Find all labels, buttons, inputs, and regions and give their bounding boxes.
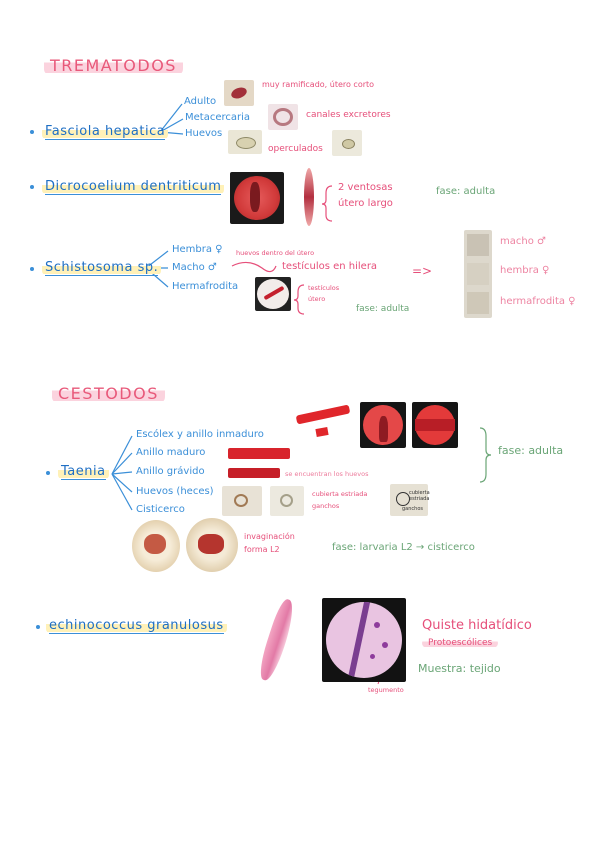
escolex-micro-image-2	[412, 402, 458, 448]
section-title-trematodos: TREMATODOS	[44, 56, 183, 75]
connector	[111, 473, 133, 511]
gravido-note: se encuentran los huevos	[285, 470, 369, 478]
connector	[111, 452, 133, 475]
taenia-phase-adulta: fase: adulta	[498, 444, 564, 457]
schistosoma-slides-image	[464, 230, 492, 318]
cisticerco-image-1	[132, 520, 180, 572]
invag-note-2: forma L2	[244, 545, 280, 554]
metacercaria-image	[268, 104, 298, 130]
taenia-name: Taenia	[58, 464, 109, 480]
schistosoma-name: Schistosoma sp.	[42, 260, 162, 276]
herm-note-1: testículos	[308, 284, 340, 292]
bullet	[46, 471, 50, 475]
taenia-branch-anillo-maduro: Anillo maduro	[136, 447, 206, 458]
taenia-phase-larvaria: fase: larvaria L2 → cisticerco	[332, 542, 475, 553]
dicrocoelium-specimen-image	[298, 168, 320, 226]
schistosoma-micro-image	[255, 277, 291, 311]
arrow-implies: =>	[412, 264, 433, 278]
dicrocoelium-micro-image	[230, 172, 284, 224]
taenia-branch-cisticerco: Cisticerco	[136, 504, 185, 515]
escolex-micro-image-1	[360, 402, 406, 448]
dicrocoelium-name: Dicrocoelium dentriticum	[42, 179, 225, 195]
schistosoma-branch-macho: Macho ♂	[172, 262, 217, 273]
tegumento-label: tegumento	[368, 686, 404, 694]
connector	[111, 435, 133, 475]
huevo-image-2	[332, 130, 362, 156]
taenia-egg-image-2	[270, 486, 304, 516]
connector	[111, 473, 133, 493]
egg-label-ganchos: ganchos	[312, 502, 340, 510]
bullet	[30, 185, 34, 189]
macho-note: testículos en hilera	[282, 261, 378, 272]
dicrocoelium-phase: fase: adulta	[436, 186, 496, 197]
dicrocoelium-note-1: 2 ventosas	[338, 182, 393, 193]
taenia-branch-huevos: Huevos (heces)	[136, 486, 214, 497]
anillo-gravido-image	[228, 468, 280, 478]
herm-note-2: útero	[308, 295, 326, 303]
legend-hembra: hembra ♀	[500, 265, 550, 276]
hembra-note: huevos dentro del útero	[236, 249, 315, 257]
schistosoma-phase: fase: adulta	[356, 304, 410, 314]
huevo-image-1	[228, 130, 262, 154]
wavy-connector	[231, 261, 277, 273]
huevos-note: operculados	[268, 144, 323, 154]
cisticerco-image-2	[186, 518, 238, 572]
fasciola-adulto-note: muy ramificado, útero corto	[262, 80, 375, 89]
egg-diagram-label-2: ganchos	[402, 506, 423, 512]
protoescolices-label: Protoescólices	[422, 638, 499, 648]
muestra-label: Muestra: tejido	[418, 662, 501, 675]
fasciola-adult-image	[224, 80, 254, 106]
bullet	[36, 625, 40, 629]
dicrocoelium-note-2: útero largo	[338, 198, 393, 209]
echinococcus-tissue-image	[248, 597, 308, 683]
schistosoma-branch-hembra: Hembra ♀	[172, 244, 223, 255]
metacercaria-note: canales excretores	[306, 110, 391, 120]
anillo-maduro-image	[228, 448, 290, 459]
echinococcus-micro-image	[322, 598, 406, 682]
brace-hermafrodita	[293, 284, 305, 315]
echinococcus-name: echinococcus granulosus	[46, 618, 227, 634]
quiste-label: Quiste hidatídico	[422, 618, 532, 633]
taenia-egg-diagram-image: cubierta estriada ganchos	[390, 484, 430, 516]
fasciola-branch-huevos: Huevos	[185, 128, 223, 139]
legend-macho: macho ♂	[500, 236, 546, 247]
taenia-branch-escolex: Escólex y anillo inmaduro	[136, 429, 264, 440]
schistosoma-branch-hermafrodita: Hermafrodita	[172, 281, 239, 292]
connector	[111, 471, 133, 475]
egg-label-cubierta: cubierta estriada	[312, 490, 368, 498]
fasciola-branch-metacercaria: Metacercaria	[185, 112, 251, 123]
egg-diagram-label-1: cubierta estriada	[409, 490, 430, 502]
brace-dicrocoelium	[321, 185, 333, 222]
fasciola-name: Fasciola hepatica	[42, 124, 169, 140]
fasciola-branch-adulto: Adulto	[184, 96, 217, 107]
bullet	[30, 267, 34, 271]
brace-taenia	[479, 427, 492, 483]
bullet	[30, 130, 34, 134]
taenia-egg-image-1	[222, 486, 262, 516]
taenia-branch-anillo-gravido: Anillo grávido	[136, 466, 205, 477]
legend-hermafrodita: hermafrodita ♀	[500, 296, 576, 307]
section-title-cestodos: CESTODOS	[52, 384, 165, 403]
invag-note-1: invaginación	[244, 532, 295, 541]
